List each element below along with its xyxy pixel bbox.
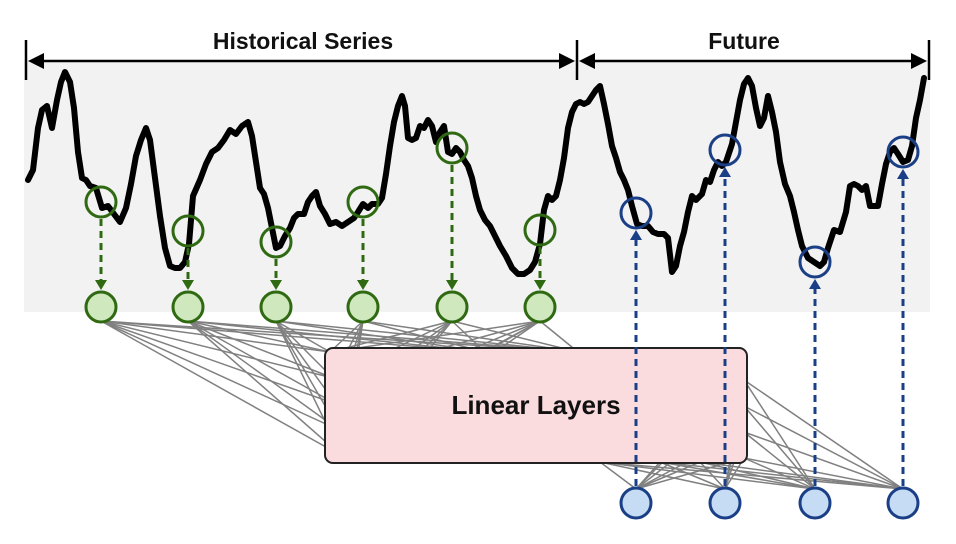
future-arrowhead [809,279,821,289]
historical-sample-marker [259,225,293,259]
future-sample-marker [798,245,832,279]
historical-sample [84,185,118,324]
output-connection-line [599,461,637,490]
input-connection-line [187,320,331,353]
historical-sample [346,185,380,324]
future-sample [798,245,832,520]
historical-sample-marker [523,213,557,247]
output-connection-line [659,461,816,490]
output-connection-line [599,461,726,490]
future-sample-marker [708,133,742,167]
input-connection-line [100,320,486,353]
input-node [171,290,205,324]
historical-sample [435,131,469,324]
historical-sample [171,214,205,324]
historical-sample [259,225,293,324]
input-node [259,290,293,324]
historical-arrowhead [357,280,369,290]
output-connection-line [743,431,904,490]
historical-sample-marker [435,131,469,165]
linear-layers-label: Linear Layers [451,390,620,420]
input-connection-line [329,320,453,353]
linear-layers-box [324,347,748,464]
output-connection-line [743,457,816,490]
input-connection-line [275,320,334,379]
input-connection-line [100,320,334,379]
output-connection-line [699,461,904,490]
input-node [435,290,469,324]
historical-sample-marker [84,185,118,219]
input-connection-line [100,320,343,457]
historical-sample-marker [346,185,380,219]
output-connection-line [743,457,904,490]
future-sample-marker [886,135,920,169]
historical-sample-marker [171,214,205,248]
historical-arrowhead [446,280,458,290]
historical-input-nodes [84,131,557,324]
future-arrowhead [897,169,909,179]
input-connection-line [187,320,340,431]
input-node [523,290,557,324]
input-connection-line [187,320,343,457]
future-sample-marker [619,196,653,230]
future-sample [886,135,920,520]
output-connection-line [599,461,904,490]
future-span-bracket [579,26,931,80]
input-connection-line [187,320,334,379]
input-connection-line [539,320,579,353]
series-background [24,60,930,312]
input-connection-line [329,320,364,353]
output-node [619,486,653,520]
input-connection-line [451,320,579,353]
input-connection-line [484,320,541,353]
input-connection-line [362,320,579,353]
input-node [84,290,118,324]
historical-sample [523,213,557,324]
future-output-nodes [619,133,920,520]
input-connection-line [275,320,486,353]
historical-arrowhead [534,280,546,290]
input-connection-line [187,320,486,353]
input-connection-line [100,320,337,405]
input-node [346,290,380,324]
output-connection-line [743,379,816,490]
output-node [708,486,742,520]
input-connection-line [187,320,337,405]
historical-span-bracket [24,26,579,80]
historical-arrowhead [182,280,194,290]
output-node [798,486,832,520]
historical-arrowhead [270,280,282,290]
future-arrowhead [630,230,642,240]
historical-series-label: Historical Series [213,28,393,54]
future-arrowhead [719,167,731,177]
output-node [886,486,920,520]
input-connection-line [100,320,340,431]
output-connection-line [599,461,816,490]
output-connection-line [659,461,904,490]
input-connection-line [329,320,541,353]
output-connection-line [743,379,904,490]
historical-arrowhead [95,280,107,290]
input-connection-line [275,320,331,353]
future-sample [619,196,653,520]
output-connection-line [659,461,726,490]
future-sample [708,133,742,520]
output-connection-line [743,405,904,490]
input-connection-line [451,320,486,353]
input-connection-line [362,320,486,353]
future-label: Future [708,28,780,54]
